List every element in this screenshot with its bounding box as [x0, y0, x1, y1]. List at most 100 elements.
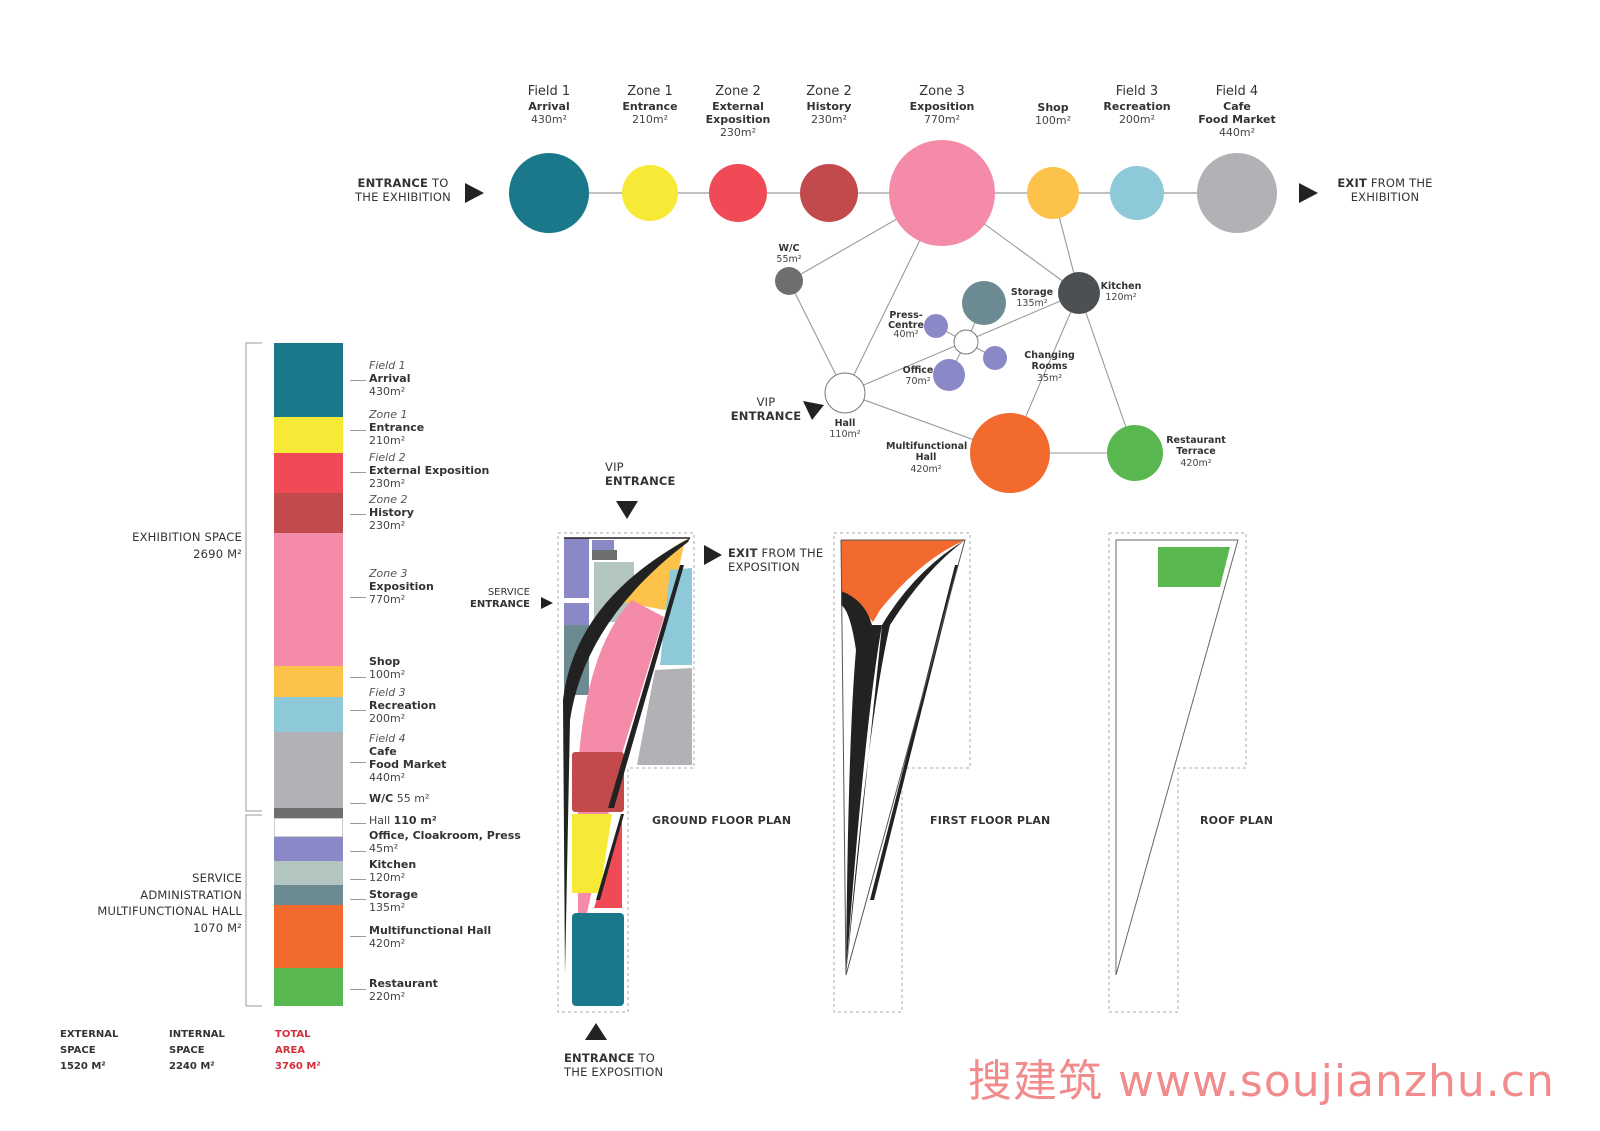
rest2: THE EXPOSITION — [564, 1064, 664, 1079]
node-changing — [983, 346, 1007, 370]
line: 2690 M² — [193, 546, 242, 561]
name: Kitchen — [1100, 281, 1142, 292]
line2: AREA — [275, 1045, 306, 1056]
label-external-exposition: Zone 2 External Exposition 230m² — [698, 84, 778, 139]
node-entrance — [622, 165, 678, 221]
field: Field 2 — [369, 451, 406, 464]
name2: Terrace — [1176, 446, 1216, 458]
area: 420m² — [910, 463, 942, 475]
rest2: EXPOSITION — [728, 559, 800, 574]
first-floor-plan — [840, 539, 966, 976]
area: 210m² — [631, 112, 669, 126]
bar-label-wc: W/C 55 m² — [369, 792, 430, 806]
area: 100m² — [369, 667, 406, 681]
area: 40m² — [893, 329, 919, 340]
watermark: 搜建筑 www.soujianzhu.cn — [968, 1056, 1555, 1107]
entrance-arrow-icon — [465, 183, 484, 203]
area: 210m² — [369, 433, 406, 447]
vip: VIP — [605, 460, 624, 474]
area: 45m² — [369, 841, 399, 855]
node-storage — [962, 281, 1006, 325]
field: Zone 1 — [627, 84, 673, 99]
bar-label-external-exposition: Field 2 External Exposition 230m² — [369, 451, 490, 491]
label-kitchen: Kitchen 120m² — [1096, 281, 1146, 304]
bar-office — [274, 837, 343, 861]
area: 120m² — [1105, 292, 1137, 304]
name: Hall — [369, 814, 391, 827]
roof-terrace-block — [1158, 547, 1230, 587]
node-shop — [1027, 167, 1079, 219]
name: Multifunctional Hall — [369, 924, 492, 937]
name: Kitchen — [369, 858, 417, 871]
bar-wc — [274, 808, 343, 818]
group-label-exhibition: EXHIBITION SPACE 2690 M² — [80, 529, 242, 562]
bar-recreation — [274, 697, 343, 732]
label-press: Press- Centre 40m² — [886, 311, 926, 340]
value: 3760 M² — [275, 1061, 321, 1072]
node-kitchen — [1058, 272, 1100, 314]
line: 1070 M² — [193, 921, 242, 936]
label-office: Office 70m² — [900, 365, 936, 388]
tick — [350, 472, 366, 473]
name2: Hall — [915, 452, 937, 464]
exit-arrow-icon — [1299, 183, 1318, 203]
label-entrance: Zone 1 Entrance 210m² — [610, 84, 690, 126]
flow-diagram — [465, 140, 1318, 493]
rest: FROM THE — [1367, 176, 1433, 190]
area: 200m² — [1118, 112, 1156, 126]
tick — [350, 710, 366, 711]
rest2: EXHIBITION — [1350, 189, 1420, 204]
name: Cafe — [1223, 99, 1251, 113]
node-press — [924, 314, 948, 338]
node-exposition — [889, 140, 995, 246]
area: 230m² — [369, 518, 406, 532]
vip-arrow-icon — [803, 401, 824, 420]
tick — [350, 899, 366, 900]
name: Restaurant — [369, 977, 438, 990]
bar-kitchen — [274, 861, 343, 885]
node-arrival — [509, 153, 589, 233]
line: EXHIBITION SPACE — [132, 530, 242, 544]
summary-external: EXTERNAL SPACE 1520 M² — [60, 1027, 118, 1075]
ground-floor-caption: GROUND FLOOR PLAN — [652, 814, 792, 827]
label-cafe: Field 4 Cafe Food Market 440m² — [1187, 84, 1287, 139]
name: Recreation — [1103, 99, 1171, 113]
area: 440m² — [1218, 125, 1256, 139]
line2: SPACE — [60, 1045, 96, 1056]
name: Arrival — [369, 371, 411, 385]
summary-internal: INTERNAL SPACE 2240 M² — [169, 1027, 225, 1075]
field: Field 4 — [1215, 84, 1259, 99]
label-storage: Storage 135m² — [1007, 287, 1057, 310]
name: External Exposition — [369, 463, 490, 477]
bar-exposition — [274, 533, 343, 666]
bold: EXIT — [728, 546, 758, 560]
field: Field 4 — [369, 732, 406, 745]
tick — [350, 597, 366, 598]
name: Cafe — [369, 744, 397, 758]
name: Office — [902, 365, 934, 376]
tick — [350, 677, 366, 678]
name: History — [806, 99, 852, 113]
area: 110m² — [829, 429, 861, 441]
entrance-exposition-label: ENTRANCE TO THE EXPOSITION — [564, 1051, 664, 1080]
value: 2240 M² — [169, 1061, 215, 1072]
value: 1520 M² — [60, 1061, 106, 1072]
area: 55 m² — [396, 792, 430, 805]
area: 120m² — [369, 870, 406, 884]
bar-external-exposition — [274, 453, 343, 493]
tick — [350, 430, 366, 431]
area: 100m² — [1034, 114, 1072, 128]
rest: FROM THE — [757, 546, 824, 560]
line1: INTERNAL — [169, 1029, 225, 1040]
bar-label-cafe: Field 4 Cafe Food Market 440m² — [369, 732, 446, 785]
name: Storage — [1010, 287, 1054, 298]
area: 135m² — [1016, 298, 1048, 310]
label-shop: Shop 100m² — [1013, 101, 1093, 127]
bar-label-shop: Shop 100m² — [369, 655, 406, 682]
rest2: THE EXHIBITION — [355, 189, 451, 204]
vip: VIP — [756, 395, 776, 409]
area: 230m² — [369, 476, 406, 490]
area: 110 m² — [393, 814, 437, 827]
bar-label-entrance: Zone 1 Entrance 210m² — [369, 408, 424, 448]
bold: ENTRANCE — [564, 1051, 635, 1065]
